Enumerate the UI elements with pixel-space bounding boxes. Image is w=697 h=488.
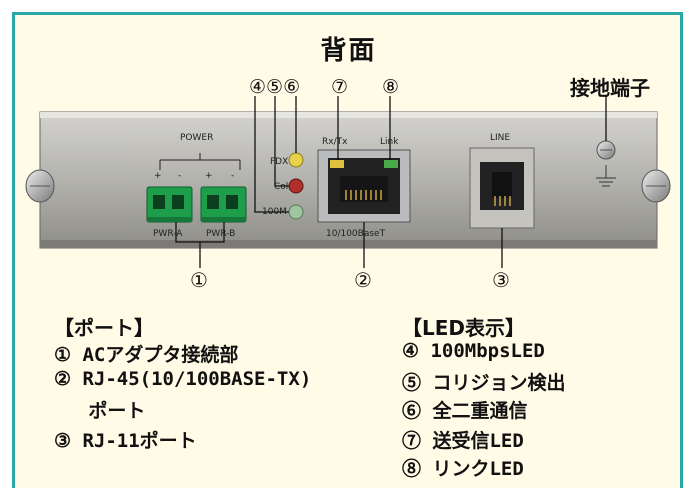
- led-callout-numbers: ④⑤⑥: [249, 76, 301, 98]
- led-heading: 【LED表示】: [402, 316, 526, 340]
- col-label: Col: [274, 182, 288, 192]
- rj11-port: [469, 147, 535, 229]
- page-title: 背面: [320, 36, 377, 66]
- list-item: ⑥ 全二重通信: [402, 400, 528, 422]
- callout-lines: [175, 96, 607, 268]
- ground-terminal-label: 接地端子: [570, 76, 650, 100]
- list-item: ⑧ リンクLED: [402, 458, 524, 480]
- list-item: ポート: [54, 400, 146, 422]
- speed-led: [288, 204, 304, 220]
- power-terminal-b: [200, 186, 247, 223]
- svg-text:+: +: [154, 171, 162, 181]
- list-item: ① ACアダプタ接続部: [54, 344, 239, 366]
- right-thumb-screw: [641, 169, 671, 203]
- list-item: ③ RJ-11ポート: [54, 430, 197, 452]
- rxtx-label: Rx/Tx: [322, 137, 348, 147]
- rj45-port: [317, 149, 411, 223]
- pwr-b-label: PWR-B: [206, 229, 235, 239]
- fdx-label: FDX: [270, 157, 288, 167]
- list-item: ④ 100MbpsLED: [402, 340, 545, 362]
- pwr-a-label: PWR-A: [153, 229, 183, 239]
- faceplate-edge: [40, 112, 657, 118]
- rxtx-callout-number: ⑦: [331, 76, 349, 98]
- port-type-label: 10/100BaseT: [326, 229, 386, 239]
- fdx-led: [288, 152, 304, 168]
- power-terminal-a: [146, 186, 193, 223]
- diagram-frame: [12, 12, 683, 488]
- list-item: ② RJ-45(10/100BASE-TX): [54, 368, 312, 390]
- rj45-callout-number: ②: [354, 268, 372, 292]
- svg-text:-: -: [231, 171, 234, 181]
- line-label: LINE: [490, 133, 510, 143]
- ports-heading: 【ポート】: [54, 316, 154, 340]
- list-item: ⑤ コリジョン検出: [402, 372, 566, 394]
- link-callout-number: ⑧: [382, 76, 400, 98]
- power-label: POWER: [180, 133, 213, 143]
- left-thumb-screw: [25, 169, 55, 203]
- power-polarity-marks: [159, 153, 241, 170]
- terminal-callout-number: ①: [190, 268, 208, 292]
- col-led: [288, 178, 304, 194]
- list-item: ⑦ 送受信LED: [402, 430, 524, 452]
- faceplate-shadow: [40, 240, 657, 248]
- svg-text:-: -: [178, 171, 181, 181]
- svg-text:+: +: [205, 171, 213, 181]
- rj11-callout-number: ③: [492, 268, 510, 292]
